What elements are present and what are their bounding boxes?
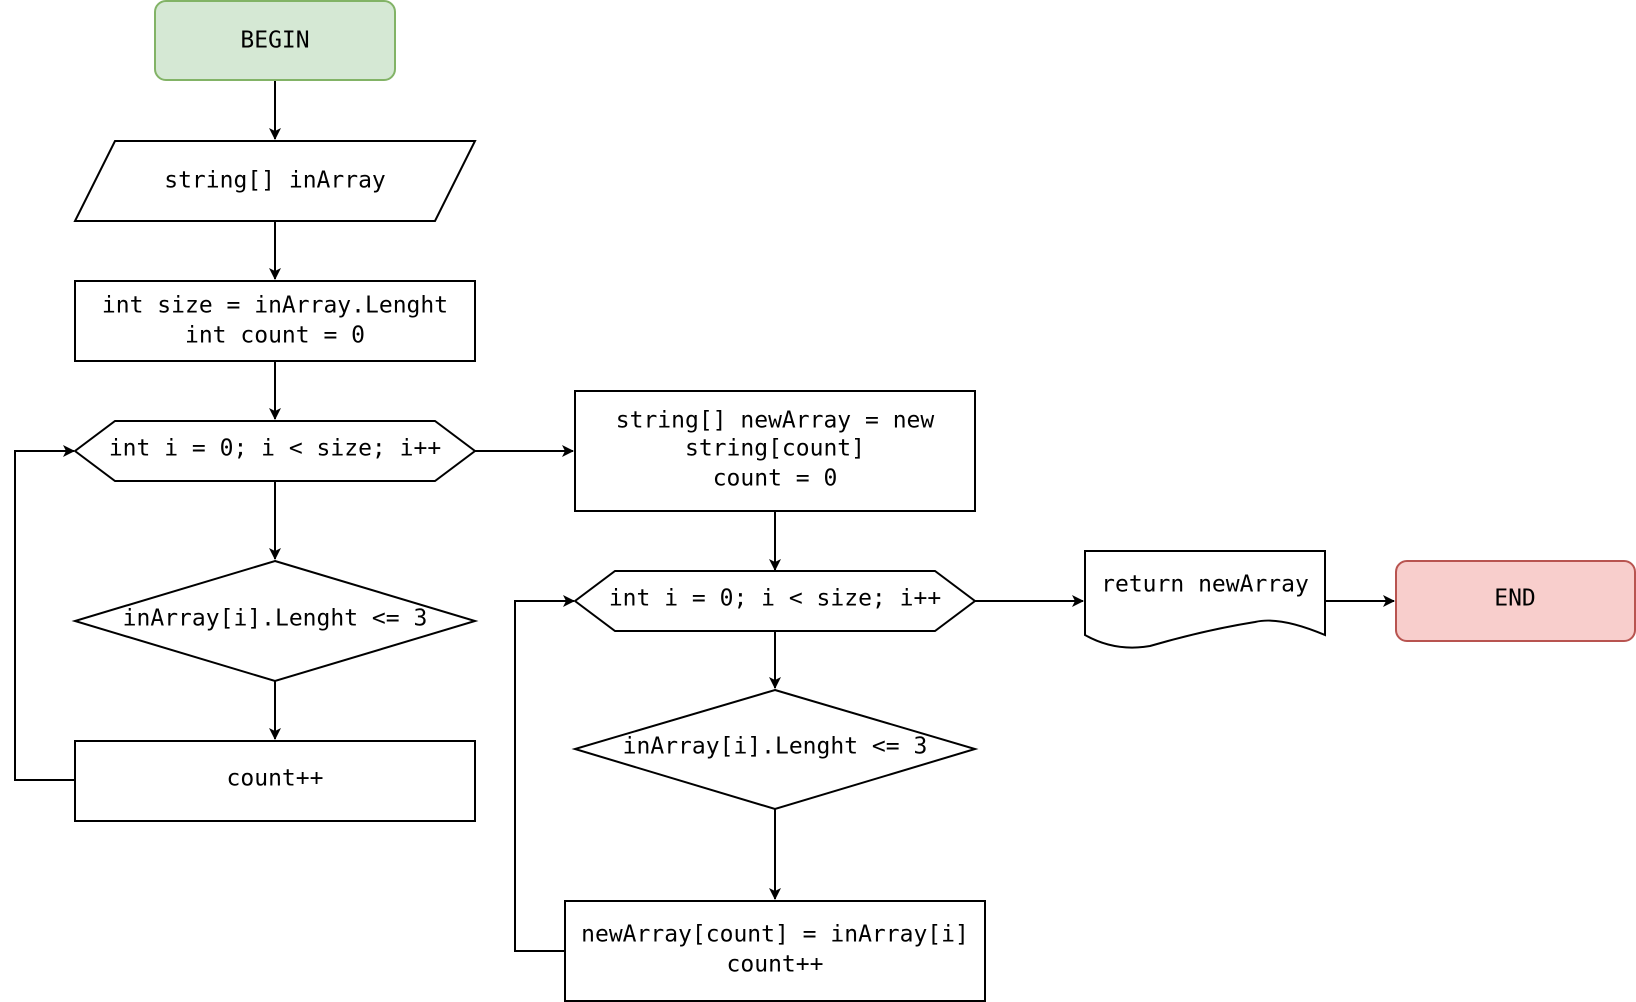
- init-vars-line-1: int size = inArray.Lenght: [102, 293, 448, 319]
- cond-fill-shape: [571, 688, 979, 811]
- input-array-label: string[] inArray: [164, 168, 386, 194]
- count-inc-node: count++: [74, 740, 476, 822]
- init-vars-line-2: int count = 0: [185, 323, 365, 349]
- loop-fill-label: int i = 0; i < size; i++: [609, 586, 941, 612]
- output-node: return newArray: [1084, 550, 1326, 649]
- end-shape: [1395, 560, 1636, 642]
- count-inc-label: count++: [227, 766, 324, 792]
- loop-fill-shape: [573, 570, 977, 632]
- loop-count-shape: [73, 420, 477, 482]
- edges: [14, 80, 1395, 952]
- output-shape: [1084, 550, 1326, 649]
- edge-count-inc-back-to-loop: [14, 445, 75, 781]
- assign-fill-shape: [564, 900, 986, 1002]
- begin-node: BEGIN: [154, 0, 396, 81]
- end-node: END: [1395, 560, 1636, 642]
- new-array-line-2: string[count]: [685, 436, 865, 462]
- new-array-shape: [574, 390, 976, 512]
- cond-fill-node: inArray[i].Lenght <= 3: [571, 688, 979, 811]
- loop-count-node: int i = 0; i < size; i++: [73, 420, 477, 482]
- input-array-shape: [73, 140, 477, 222]
- cond-count-label: inArray[i].Lenght <= 3: [123, 606, 428, 632]
- new-array-line-1: string[] newArray = new: [616, 408, 935, 434]
- loop-count-label: int i = 0; i < size; i++: [109, 436, 441, 462]
- init-vars-shape: [74, 280, 476, 362]
- cond-count-shape: [71, 559, 479, 683]
- count-inc-shape: [74, 740, 476, 822]
- new-array-line-3: count = 0: [713, 466, 838, 492]
- assign-fill-line-2: count++: [727, 952, 824, 978]
- begin-label: BEGIN: [240, 28, 309, 54]
- loop-fill-node: int i = 0; i < size; i++: [573, 570, 977, 632]
- assign-fill-node: newArray[count] = inArray[i] count++: [564, 900, 986, 1002]
- edge-assign-back-to-loop: [514, 595, 575, 952]
- end-label: END: [1494, 586, 1536, 612]
- input-array-node: string[] inArray: [73, 140, 477, 222]
- begin-shape: [154, 0, 396, 81]
- assign-fill-line-1: newArray[count] = inArray[i]: [581, 922, 969, 948]
- output-label: return newArray: [1101, 572, 1309, 598]
- cond-fill-label: inArray[i].Lenght <= 3: [623, 734, 928, 760]
- init-vars-node: int size = inArray.Lenght int count = 0: [74, 280, 476, 362]
- new-array-node: string[] newArray = new string[count] co…: [574, 390, 976, 512]
- cond-count-node: inArray[i].Lenght <= 3: [71, 559, 479, 683]
